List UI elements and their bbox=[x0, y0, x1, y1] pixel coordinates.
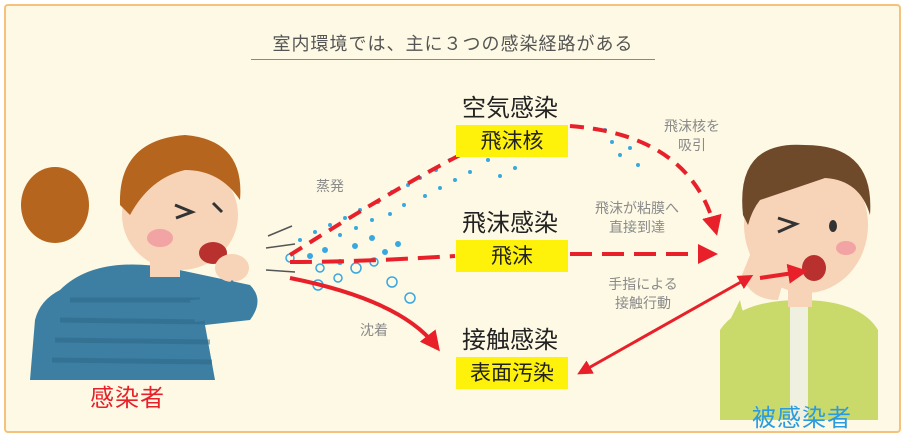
infected-illustration bbox=[720, 144, 878, 420]
hand-contact-label: 手指による 接触行動 bbox=[608, 277, 678, 312]
hand-contact-arrow bbox=[577, 275, 754, 375]
contact-box: 表面汚染 bbox=[456, 357, 568, 389]
droplet-direct-label: 飛沫が粘膜へ 直接到達 bbox=[595, 201, 679, 236]
diagram-title: 室内環境では、主に３つの感染経路がある bbox=[251, 30, 655, 60]
nuclei-inhale-label: 飛沫核を 吸引 bbox=[664, 119, 720, 154]
droplet-heading: 飛沫感染 bbox=[462, 209, 558, 237]
contact-heading: 接触感染 bbox=[462, 326, 558, 354]
droplet-box: 飛沫 bbox=[456, 240, 568, 272]
infector-label: 感染者 bbox=[90, 384, 165, 412]
hand-to-mouth-arrow bbox=[759, 263, 808, 284]
airborne-heading: 空気感染 bbox=[462, 94, 558, 122]
airborne-arrow bbox=[288, 124, 715, 257]
airborne-box: 飛沫核 bbox=[456, 125, 568, 157]
infector-illustration bbox=[21, 135, 258, 380]
deposition-label: 沈着 bbox=[360, 323, 388, 339]
spray-lines bbox=[265, 225, 296, 273]
evaporation-label: 蒸発 bbox=[316, 179, 344, 195]
infected-label: 被感染者 bbox=[752, 404, 852, 432]
droplet-arrow bbox=[289, 254, 710, 262]
deposition-arrow bbox=[289, 276, 440, 352]
